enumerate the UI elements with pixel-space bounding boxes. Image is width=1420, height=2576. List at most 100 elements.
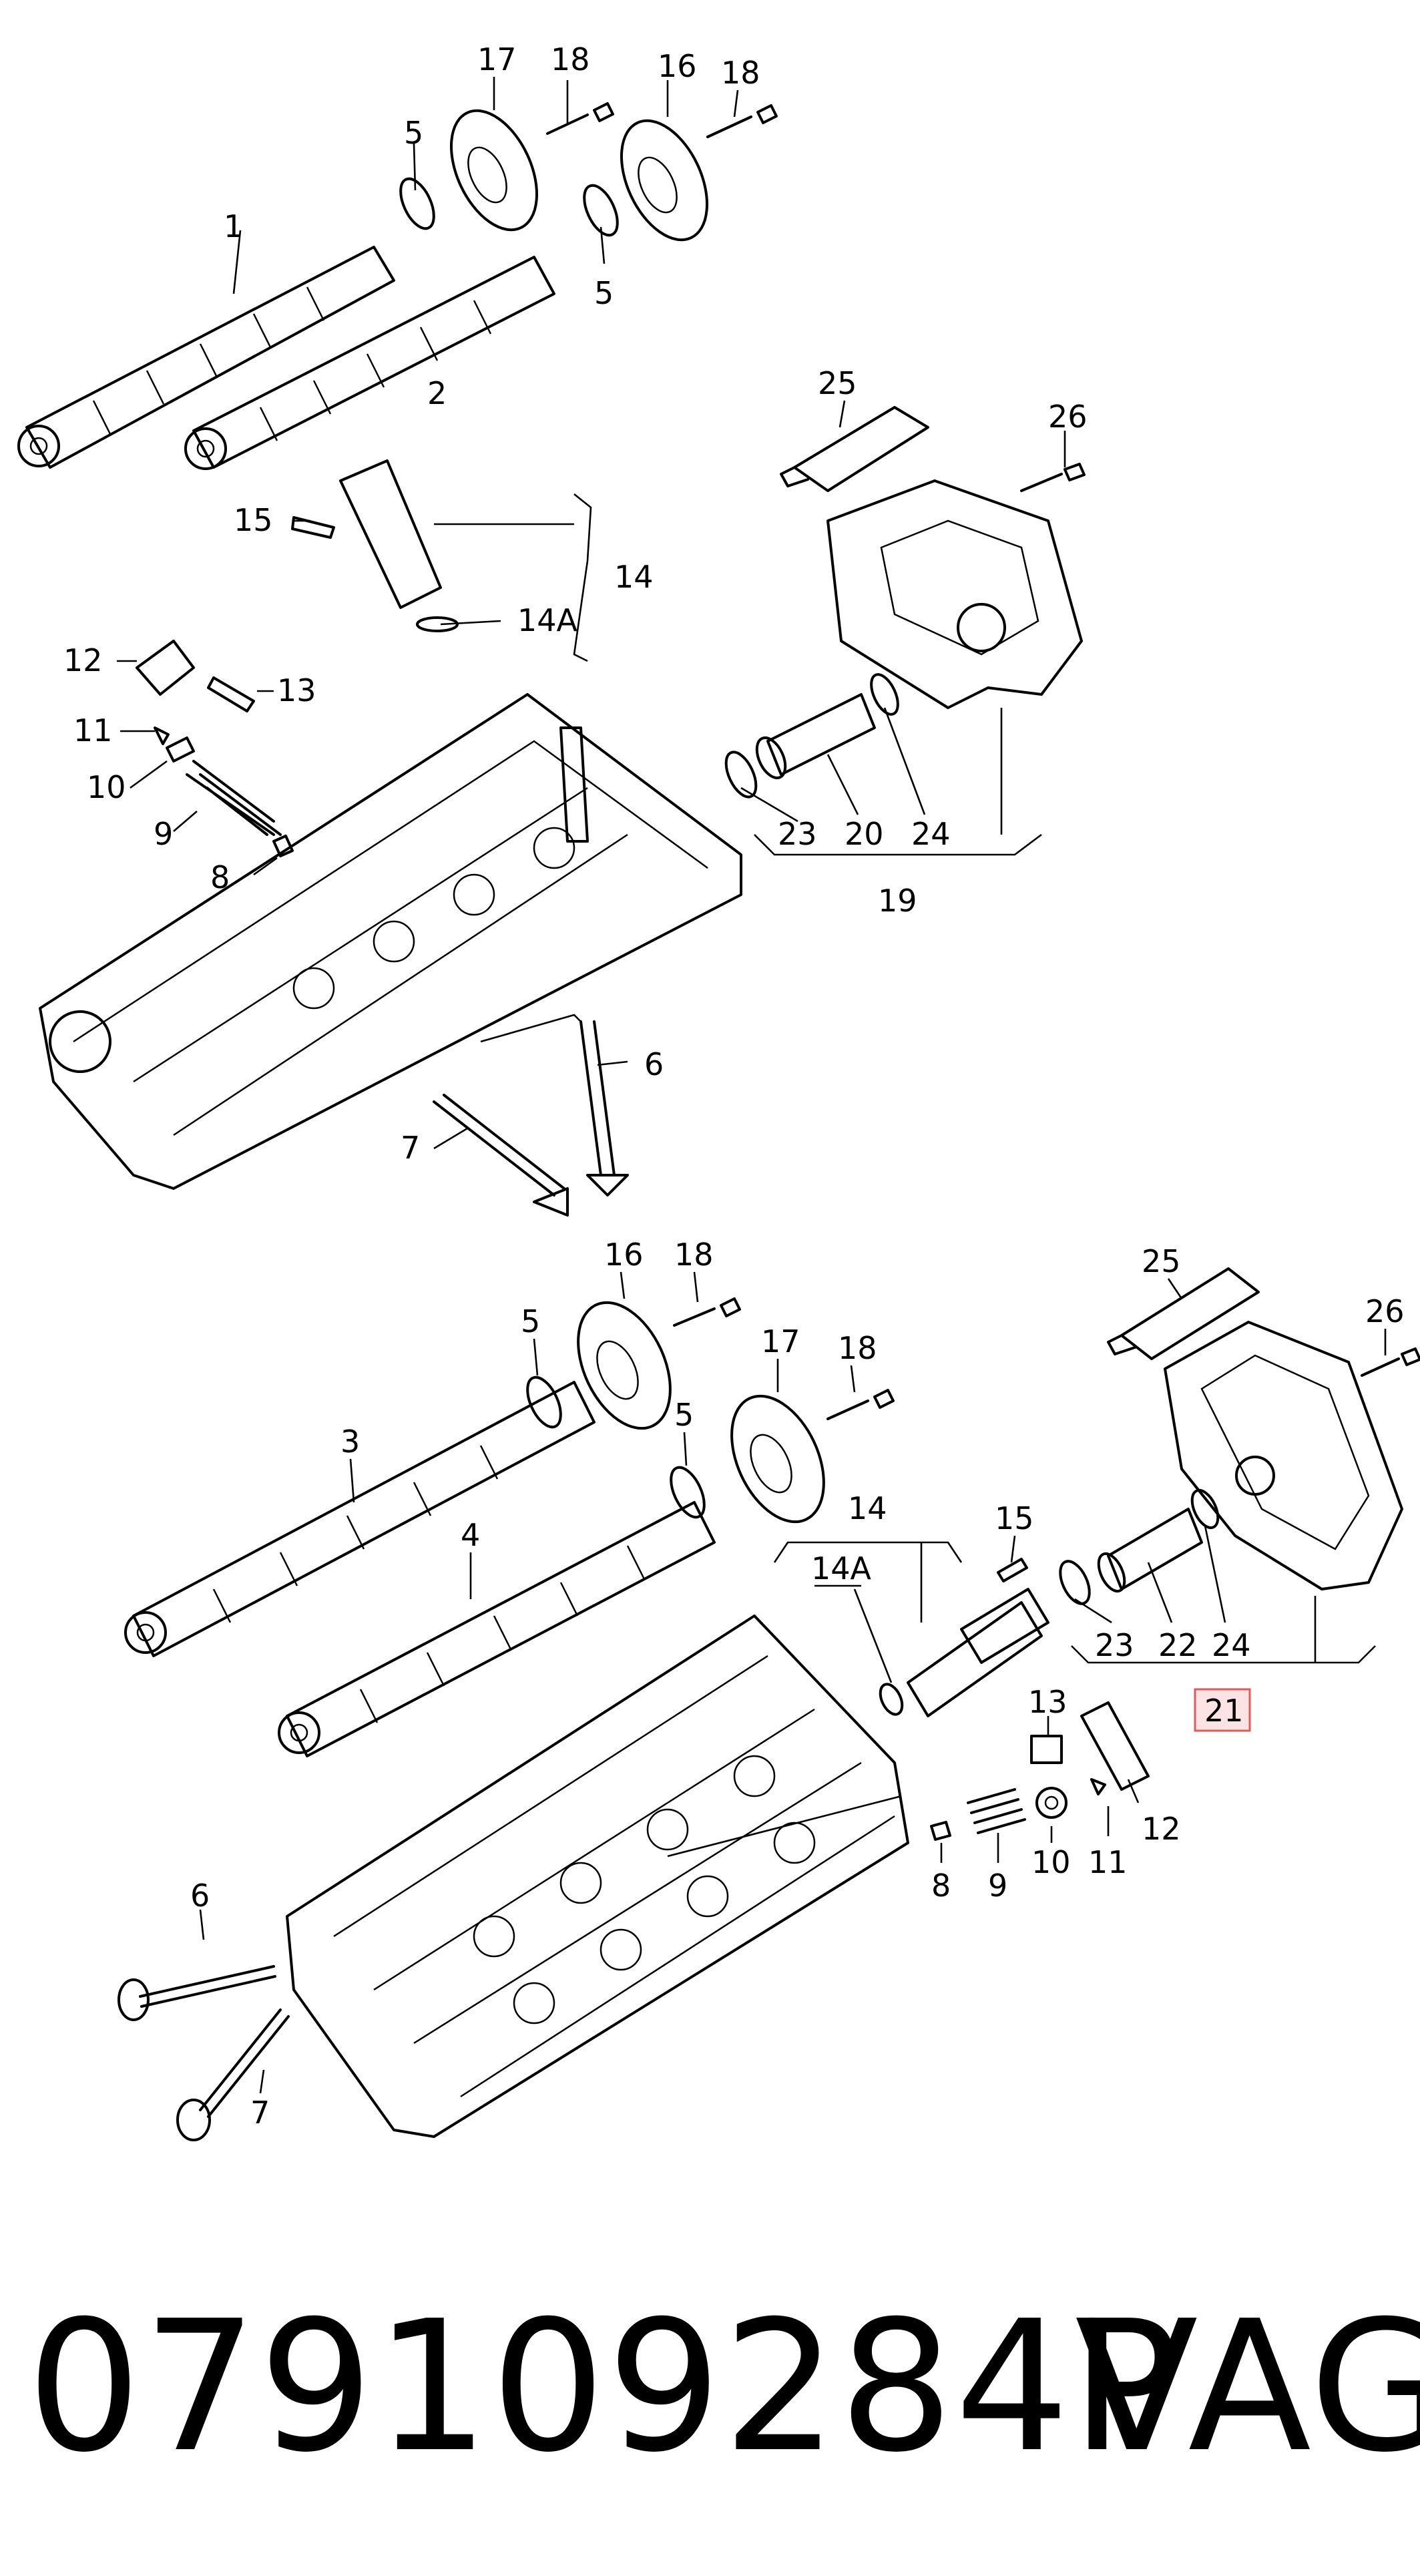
svg-text:15: 15 [995,1500,1034,1536]
svg-text:8: 8 [931,1868,951,1904]
top-callout-labels: 1 2 5 5 16 17 18 18 25 26 15 14 14A 12 1… [63,41,1088,1166]
top-bolts-18 [546,102,778,138]
bottom-camshaft-4 [278,1501,716,1757]
bottom-cover-21 [1164,1321,1403,1590]
top-screw-15 [291,516,335,539]
svg-text:5: 5 [674,1397,694,1433]
bottom-o-ring-14A [879,1683,904,1716]
svg-text:15: 15 [234,502,273,538]
top-leader-lines [117,77,1066,1150]
svg-text:7: 7 [401,1130,420,1166]
top-camshaft-adjuster-16 [620,119,709,242]
svg-text:14: 14 [614,559,654,595]
top-valve-spring-9 [186,760,282,836]
svg-text:23: 23 [778,816,817,852]
highlighted-callout-label: 21 [1204,1693,1244,1729]
bottom-sealant-tube-25 [1107,1267,1260,1360]
part-number: 079109284P [27,2282,1181,2492]
svg-text:26: 26 [1365,1293,1405,1329]
svg-text:18: 18 [674,1237,714,1273]
top-o-rings-5 [399,177,619,237]
top-solenoid-valve-14 [339,459,459,632]
svg-text:9: 9 [988,1868,1007,1904]
bottom-valve-seal-8 [930,1821,951,1841]
bottom-camshaft-adjuster-17 [730,1394,825,1524]
svg-text:14A: 14A [517,602,578,638]
top-camshaft-housing-pipe-20 [755,693,876,779]
svg-text:11: 11 [1088,1844,1128,1880]
bottom-bolt-26 [1361,1347,1420,1377]
bottom-solenoid-valve-14 [907,1588,1049,1717]
bottom-bolts-18 [673,1297,895,1420]
svg-text:22: 22 [1158,1627,1198,1663]
bottom-o-rings-5 [526,1375,706,1519]
bottom-valve-spring-9 [967,1788,1026,1834]
top-bolt-26 [1020,463,1086,492]
svg-text:25: 25 [1142,1243,1181,1279]
svg-text:3: 3 [340,1424,360,1460]
top-camshaft-2 [184,256,555,470]
svg-text:16: 16 [604,1237,644,1273]
svg-text:18: 18 [551,41,590,77]
top-camshaft-1 [17,246,395,469]
svg-text:20: 20 [845,816,884,852]
svg-text:4: 4 [461,1517,480,1553]
svg-text:6: 6 [190,1878,210,1914]
top-cover-19 [826,479,1083,709]
svg-text:2: 2 [427,375,447,411]
svg-text:24: 24 [1212,1627,1251,1663]
bottom-leader-lines [199,1271,1387,2094]
svg-text:23: 23 [1095,1627,1134,1663]
bottom-cylinder-head [286,1615,909,2138]
svg-text:18: 18 [838,1330,877,1366]
svg-text:18: 18 [721,55,760,91]
svg-text:6: 6 [644,1046,664,1082]
svg-text:10: 10 [87,769,126,805]
bottom-valve-keepers-11 [1090,1778,1106,1795]
highlighted-callout-box [1194,1688,1251,1732]
bottom-spring-cap-10 [1035,1787,1068,1819]
svg-text:5: 5 [521,1303,540,1339]
top-cylinder-head [39,693,742,1190]
top-valve-6 [579,1020,629,1197]
brand-name: VAG [1075,2282,1420,2492]
svg-text:24: 24 [911,816,951,852]
top-camshaft-adjuster-17 [449,109,539,232]
top-support-13 [207,676,255,712]
bottom-support-13 [1030,1735,1063,1764]
top-rocker-12 [136,640,195,696]
bottom-camshaft-3 [124,1381,596,1657]
svg-text:17: 17 [477,41,517,77]
svg-text:8: 8 [210,859,230,895]
svg-text:14: 14 [848,1490,887,1526]
top-valve-seal-8 [272,835,294,857]
svg-text:13: 13 [1028,1684,1068,1720]
bottom-camshaft-adjuster-16 [577,1301,672,1430]
bottom-pipe-22 [1097,1508,1203,1593]
svg-text:14A: 14A [811,1550,872,1586]
bottom-rocker-12 [1080,1701,1150,1791]
svg-text:16: 16 [658,48,697,84]
bottom-valve-7 [176,2008,290,2141]
svg-text:19: 19 [878,883,917,919]
bottom-screw-15 [997,1558,1028,1582]
bottom-callout-labels: 16 18 5 17 18 3 5 4 25 26 14 15 14A 13 2… [190,1237,1405,2131]
svg-text:9: 9 [154,816,173,852]
svg-text:10: 10 [1031,1844,1071,1880]
svg-text:17: 17 [761,1323,800,1359]
bottom-rings-23-24 [1059,1488,1220,1605]
top-valve-keepers-11 [154,726,170,745]
svg-text:13: 13 [277,672,316,708]
svg-text:11: 11 [73,712,113,748]
svg-text:26: 26 [1048,399,1088,435]
bottom-valve-6 [117,1965,276,2021]
top-spring-cap-10 [166,736,195,763]
svg-text:25: 25 [818,365,857,401]
top-sealant-tube-25 [780,406,929,492]
svg-text:12: 12 [63,642,103,678]
svg-text:1: 1 [224,208,243,244]
svg-text:5: 5 [594,275,614,311]
svg-text:12: 12 [1142,1811,1181,1847]
top-valve-7 [433,1094,569,1217]
